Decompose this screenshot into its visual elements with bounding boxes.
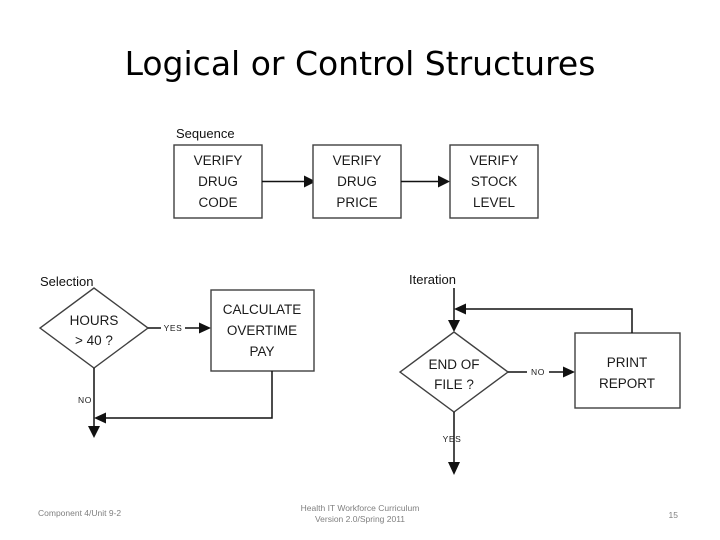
selection-group: Selection HOURS > 40 ? YES CALCULATE OVE… <box>38 274 315 438</box>
node-label-line: > 40 ? <box>75 333 113 348</box>
node-label-line: PAY <box>249 344 274 359</box>
footer-curriculum-line1: Health IT Workforce Curriculum <box>300 503 420 513</box>
node-label-line: REPORT <box>599 376 655 391</box>
node-end-of-file[interactable]: END OF FILE ? <box>398 331 510 413</box>
sequence-group: Sequence VERIFY DRUG CODE VERIFY DRUG PR… <box>173 126 539 219</box>
node-label-line: CODE <box>198 195 237 210</box>
node-label-line: DRUG <box>337 174 377 189</box>
edge-yes-to-calculate: YES <box>148 322 211 334</box>
node-label-line: VERIFY <box>470 153 519 168</box>
edge-yes-exit: YES <box>443 412 462 475</box>
selection-section-label: Selection <box>40 274 93 289</box>
node-calculate-overtime-pay[interactable]: CALCULATE OVERTIME PAY <box>210 289 315 372</box>
footer-component-unit: Component 4/Unit 9-2 <box>38 508 122 518</box>
node-label-line: DRUG <box>198 174 238 189</box>
node-verify-stock-level[interactable]: VERIFY STOCK LEVEL <box>449 144 539 219</box>
node-label-line: CALCULATE <box>223 302 302 317</box>
node-label-line: VERIFY <box>333 153 382 168</box>
node-label-line: VERIFY <box>194 153 243 168</box>
arrow-code-to-price <box>262 175 316 188</box>
slide-footer: Component 4/Unit 9-2 Health IT Workforce… <box>0 500 720 540</box>
edge-loop-back <box>454 303 633 333</box>
node-label-line: PRICE <box>336 195 377 210</box>
node-label-line: STOCK <box>471 174 517 189</box>
node-label-line: HOURS <box>70 313 119 328</box>
node-print-report[interactable]: PRINT REPORT <box>574 332 681 409</box>
edge-label-no: NO <box>531 367 545 377</box>
node-verify-drug-code[interactable]: VERIFY DRUG CODE <box>173 144 263 219</box>
node-label-line: FILE ? <box>434 377 474 392</box>
edge-label-yes: YES <box>164 323 183 333</box>
edge-label-yes: YES <box>443 434 462 444</box>
node-verify-drug-price[interactable]: VERIFY DRUG PRICE <box>312 144 402 219</box>
iteration-group: Iteration END OF FILE ? NO <box>398 272 681 475</box>
arrow-price-to-stock <box>401 175 450 188</box>
node-label-line: PRINT <box>607 355 648 370</box>
node-label-line: LEVEL <box>473 195 516 210</box>
iteration-section-label: Iteration <box>409 272 456 287</box>
footer-curriculum-info: Health IT Workforce Curriculum Version 2… <box>0 503 720 525</box>
footer-curriculum-line2: Version 2.0/Spring 2011 <box>314 514 406 524</box>
page-title: Logical or Control Structures <box>124 44 596 83</box>
footer-page-number: 15 <box>668 510 678 520</box>
edge-no-merge: NO <box>78 368 273 438</box>
edge-label-no: NO <box>78 395 92 405</box>
node-hours-over-40[interactable]: HOURS > 40 ? <box>38 287 150 369</box>
sequence-section-label: Sequence <box>176 126 235 141</box>
node-label-line: OVERTIME <box>227 323 297 338</box>
edge-no-to-print-report: NO <box>508 366 575 378</box>
edge-entry-to-end-of-file <box>448 288 460 332</box>
node-label-line: END OF <box>428 357 479 372</box>
